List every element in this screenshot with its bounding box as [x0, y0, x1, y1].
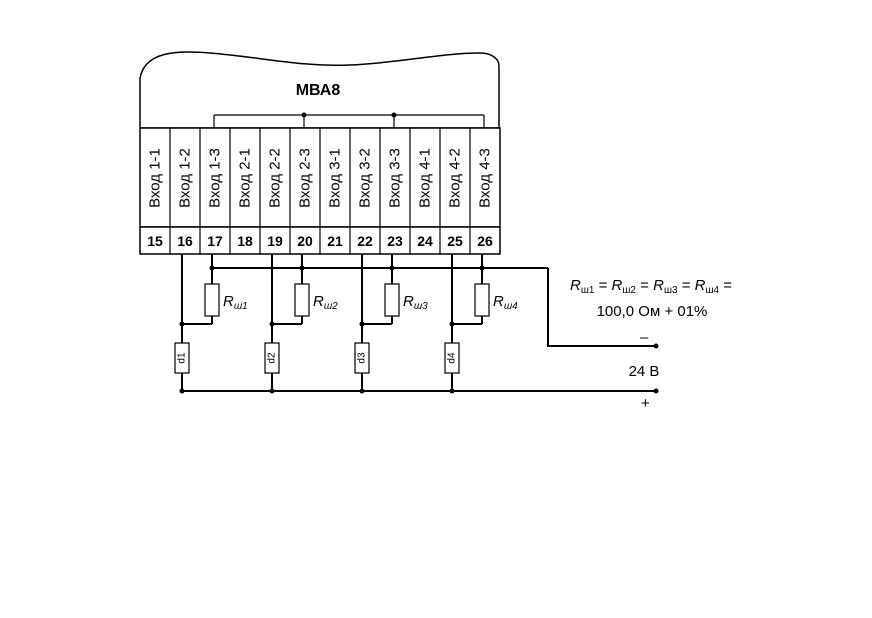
- input-label: Вход 1-1: [147, 148, 164, 208]
- channel-branch: Rш1 d1: [174, 254, 248, 394]
- sensor-label: d2: [267, 352, 278, 364]
- device-title: МВА8: [296, 82, 341, 99]
- channel-branch: Rш2 d2: [264, 254, 338, 394]
- input-label: Вход 1-3: [207, 148, 224, 208]
- resistor-label: Rш1: [223, 293, 248, 312]
- input-label: Вход 3-3: [387, 148, 404, 208]
- power-voltage: 24 В: [629, 363, 660, 380]
- sensor-label: d1: [177, 352, 188, 364]
- resistance-equation: Rш1 = Rш2 = Rш3 = Rш4 =: [570, 277, 732, 296]
- power-minus: –: [640, 329, 649, 346]
- input-label: Вход 3-2: [357, 148, 374, 208]
- terminal-number: 22: [357, 233, 373, 249]
- resistor-label: Rш3: [403, 293, 428, 312]
- terminal-number: 15: [147, 233, 163, 249]
- input-label: Вход 3-1: [327, 148, 344, 208]
- resistor-label: Rш2: [313, 293, 338, 312]
- shunt-resistor: [294, 283, 310, 317]
- sensor-label: d4: [447, 352, 458, 364]
- input-label: Вход 1-2: [177, 148, 194, 208]
- input-label: Вход 2-2: [267, 148, 284, 208]
- terminal-number: 26: [477, 233, 493, 249]
- resistor-label: Rш4: [493, 293, 518, 312]
- input-label: Вход 2-1: [237, 148, 254, 208]
- terminal-number: 17: [207, 233, 223, 249]
- terminal-number: 18: [237, 233, 253, 249]
- terminal-number: 20: [297, 233, 313, 249]
- sensor: [354, 342, 370, 374]
- terminal-number: 16: [177, 233, 193, 249]
- channel-branch: Rш4 d4: [444, 254, 518, 394]
- shunt-resistor: [384, 283, 400, 317]
- device-housing: [139, 51, 500, 129]
- terminal-number: 21: [327, 233, 343, 249]
- terminal-number: 25: [447, 233, 463, 249]
- shunt-resistor: [204, 283, 220, 317]
- sensor-label: d3: [357, 352, 368, 364]
- input-label: Вход 2-3: [297, 148, 314, 208]
- power-plus: +: [641, 395, 650, 412]
- sensor: [174, 342, 190, 374]
- internal-bus: [213, 112, 485, 128]
- terminal-number: 23: [387, 233, 403, 249]
- input-label: Вход 4-2: [447, 148, 464, 208]
- resistance-value: 100,0 Ом + 01%: [597, 303, 708, 320]
- channel-branch: Rш3 d3: [354, 254, 428, 394]
- input-label: Вход 4-1: [417, 148, 434, 208]
- input-label: Вход 4-3: [477, 148, 494, 208]
- sensor: [264, 342, 280, 374]
- external-wiring: [182, 267, 659, 394]
- terminal-number: 24: [417, 233, 433, 249]
- sensor: [444, 342, 460, 374]
- shunt-resistor: [474, 283, 490, 317]
- terminal-number: 19: [267, 233, 283, 249]
